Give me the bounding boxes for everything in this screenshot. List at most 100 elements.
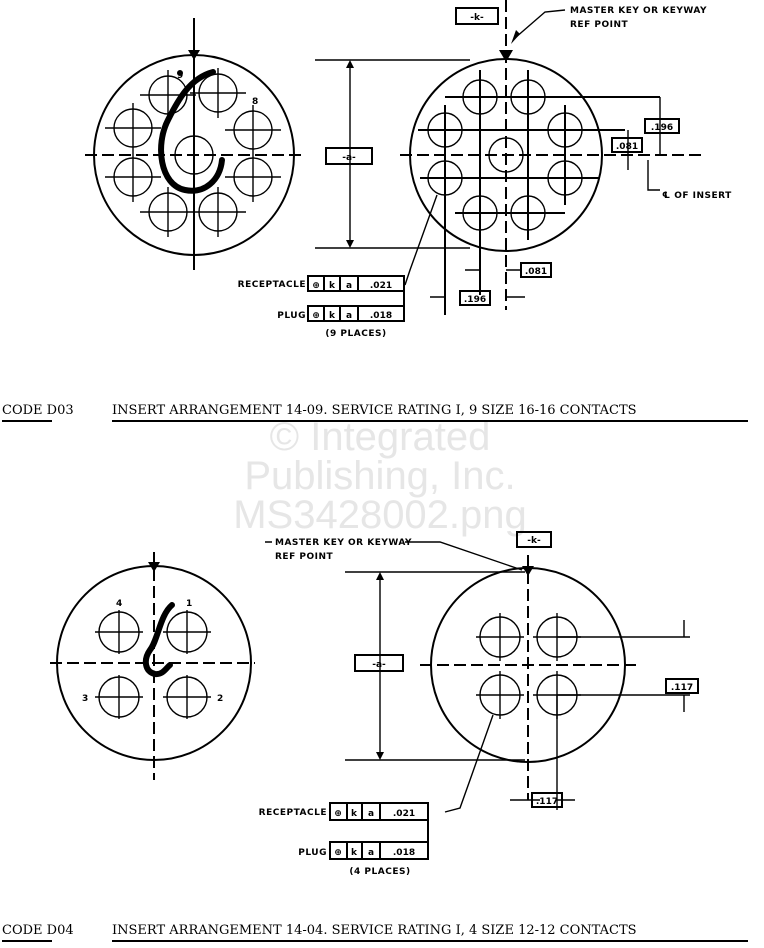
places-note: (4 PLACES)	[349, 867, 410, 877]
dimension-arrow-icon	[376, 572, 384, 580]
contact-number: 2	[217, 694, 224, 704]
datum-k-label: -k-	[527, 536, 541, 546]
key-arrow-icon	[522, 566, 534, 576]
master-key-label: MASTER KEY OR KEYWAY	[275, 538, 412, 548]
dim-horizontal: .117	[536, 797, 558, 807]
frame-dividers	[346, 842, 381, 859]
datum-ref: a	[346, 281, 352, 291]
centerline-leader	[647, 160, 660, 191]
contact-leader	[444, 714, 494, 813]
d03-dimensioned-view: -k- MASTER KEY OR KEYWAY REF POINT -a- .…	[238, 0, 732, 339]
dim-v-outer: .196	[651, 123, 673, 133]
contact-number: 1	[186, 599, 193, 609]
datum-ref: a	[368, 809, 374, 819]
contact-marker	[177, 70, 183, 76]
key-arrow-icon	[188, 50, 200, 60]
dimension-arrow-icon	[346, 60, 354, 68]
datum-k-box	[455, 7, 499, 25]
position-symbol-icon: ⊕	[312, 281, 320, 291]
watermark: © Integrated Publishing, Inc. MS3428002.…	[233, 415, 527, 537]
contact-number: 9	[177, 71, 184, 81]
datum-a-dimension-lines	[315, 59, 470, 249]
dim-vertical: .117	[671, 683, 693, 693]
leader-arrow-icon	[511, 30, 520, 44]
datum-ref: k	[329, 311, 336, 321]
position-symbol-icon: ⊕	[312, 311, 320, 321]
watermark-line: MS3428002.png	[233, 493, 527, 537]
master-key-leader	[514, 9, 566, 39]
datum-a-label: -a-	[342, 153, 356, 163]
tolerance-value: .021	[393, 809, 415, 819]
keyway-outline	[142, 602, 175, 678]
tolerance-value: .021	[370, 281, 392, 291]
datum-k-label: -k-	[470, 13, 484, 23]
receptacle-tolerance-frame: RECEPTACLE ⊕ k a .021	[259, 802, 429, 842]
contact-number: 3	[82, 694, 89, 704]
dim-h-outer-box	[459, 290, 491, 306]
dim-h-inner: .081	[525, 267, 547, 277]
frame-outline	[307, 275, 405, 292]
datum-ref: k	[351, 848, 358, 858]
master-key-label: MASTER KEY OR KEYWAY	[570, 6, 707, 16]
centerline-label: ℄ OF INSERT	[662, 191, 732, 201]
plug-label: PLUG	[298, 848, 327, 858]
frame-outline	[307, 305, 405, 322]
extension-lines	[418, 70, 660, 315]
dim-vertical-box	[665, 678, 699, 694]
datum-a-box	[354, 654, 404, 672]
figure-caption: INSERT ARRANGEMENT 14-04. SERVICE RATING…	[112, 923, 637, 938]
dim-h-inner-box	[520, 262, 552, 278]
datum-ref: k	[351, 809, 358, 819]
plug-tolerance-frame: PLUG ⊕ k a .018 (4 PLACES)	[298, 841, 429, 877]
frame-dividers	[346, 803, 429, 842]
contacts	[476, 613, 690, 810]
d04-dimensioned-view: -k- MASTER KEY OR KEYWAY REF POINT -a- .…	[259, 531, 699, 877]
tolerance-value: .018	[393, 848, 415, 858]
figure-caption: INSERT ARRANGEMENT 14-09. SERVICE RATING…	[112, 403, 637, 418]
key-arrow-icon	[499, 50, 513, 62]
dim-h-outer: .196	[464, 295, 486, 305]
master-key-label: REF POINT	[275, 552, 333, 562]
datum-ref: a	[346, 311, 352, 321]
master-key-leader	[265, 541, 523, 571]
figure-code: CODE D03	[2, 403, 74, 418]
contact-number: 4	[116, 599, 123, 609]
d04-plug-face-view: 1 2 3 4	[50, 552, 255, 780]
figure-code: CODE D04	[2, 923, 74, 938]
datum-ref: k	[329, 281, 336, 291]
watermark-line: Publishing, Inc.	[244, 454, 515, 498]
position-symbol-icon: ⊕	[334, 809, 342, 819]
contact-leader	[404, 194, 438, 286]
receptacle-label: RECEPTACLE	[259, 808, 327, 818]
contacts	[95, 610, 211, 719]
datum-a-box	[325, 147, 373, 165]
dim-v-outer-box	[644, 118, 680, 134]
receptacle-tolerance-frame: RECEPTACLE ⊕ k a .021	[238, 275, 405, 292]
datum-a-dimension-lines	[345, 571, 525, 761]
master-key-label: REF POINT	[570, 20, 628, 30]
d03-plug-face-view: 9 8	[85, 18, 305, 270]
places-note: (9 PLACES)	[325, 329, 386, 339]
datum-a-label: -a-	[372, 660, 386, 670]
position-symbol-icon: ⊕	[334, 848, 342, 858]
dimension-arrow-icon	[346, 240, 354, 248]
vertical-dimension-lines	[627, 97, 661, 170]
keyway-outline	[158, 69, 225, 194]
dim-v-inner: .081	[616, 142, 638, 152]
dim-horizontal-box	[531, 792, 563, 808]
receptacle-label: RECEPTACLE	[238, 280, 306, 290]
dimension-arrow-icon	[376, 752, 384, 760]
tolerance-value: .018	[370, 311, 392, 321]
plug-tolerance-frame: PLUG ⊕ k a .018 (9 PLACES)	[277, 291, 405, 339]
contact-number: 8	[252, 97, 259, 107]
frame-dividers	[323, 291, 405, 321]
dim-v-inner-box	[611, 137, 643, 153]
datum-k-box	[516, 531, 552, 548]
datum-ref: a	[368, 848, 374, 858]
contacts	[105, 68, 281, 237]
plug-label: PLUG	[277, 311, 306, 321]
watermark-line: © Integrated	[270, 415, 491, 459]
frame-dividers	[323, 276, 359, 291]
